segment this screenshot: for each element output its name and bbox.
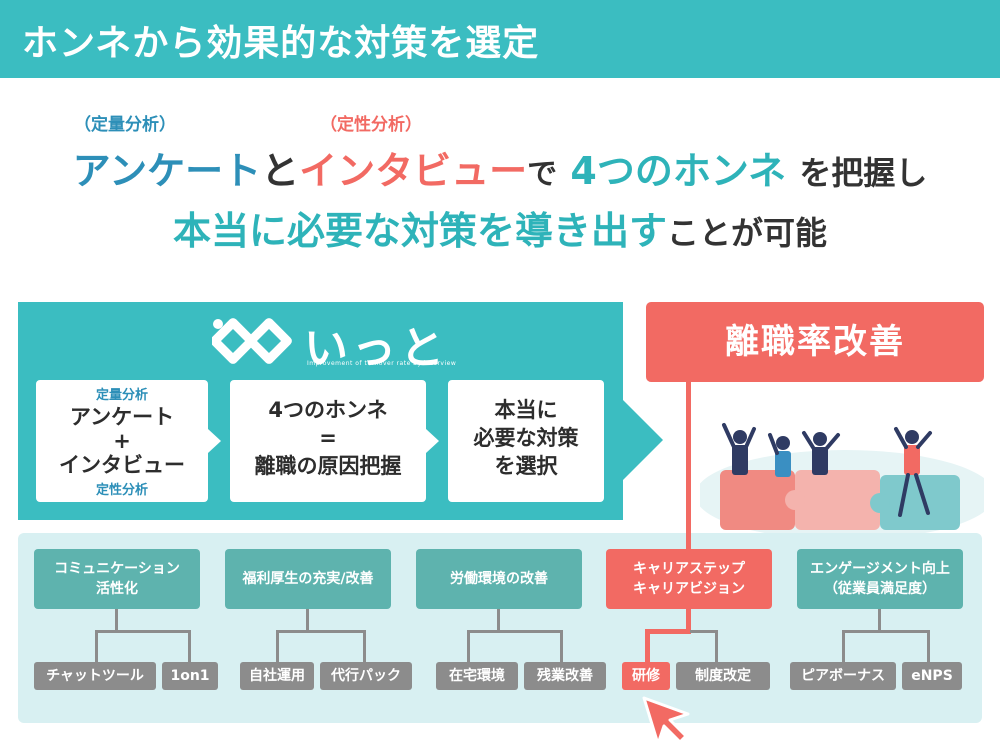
leaf-enps: eNPS: [902, 662, 962, 690]
headline-measures: 本当に必要な対策を導き出す: [172, 209, 667, 253]
quant-label: （定量分析）: [74, 115, 176, 135]
category-engagement: エンゲージメント向上 （従業員満足度）: [797, 549, 963, 609]
tree-connector: [115, 609, 118, 631]
tree-connector: [188, 630, 191, 662]
flow-box-line: 必要な対策: [473, 426, 579, 450]
headline-survey: アンケート: [72, 149, 262, 193]
flow-box-line: インタビュー: [59, 453, 185, 477]
tree-connector: [95, 630, 98, 662]
leaf-training: 研修: [622, 662, 670, 690]
tree-connector: [842, 630, 930, 633]
tree-connector: [467, 630, 470, 662]
tree-connector: [878, 609, 881, 631]
leaf-system-revision: 制度改定: [676, 662, 770, 690]
headline-possible: ことが可能: [667, 214, 828, 252]
logo-subtitle: Improvement of turnover rate by intervie…: [307, 360, 457, 367]
flow-box-line: アンケート: [69, 405, 175, 429]
category-welfare: 福利厚生の充実/改善: [225, 549, 391, 609]
category-work-environment: 労働環境の改善: [416, 549, 582, 609]
tree-connector: [276, 630, 366, 633]
page-title: ホンネから効果的な対策を選定: [22, 23, 540, 64]
qual-label: （定性分析）: [320, 115, 422, 135]
flow-box-line: =: [319, 426, 337, 450]
headline-grasp: を把握し: [799, 154, 928, 192]
headline-de: で: [527, 157, 558, 192]
title-bar: ホンネから効果的な対策を選定: [0, 0, 1000, 78]
leaf-peer-bonus: ピアボーナス: [790, 662, 896, 690]
headline-interview: インタビュー: [299, 149, 528, 193]
tree-connector: [715, 630, 718, 662]
leaf-remote-environment: 在宅環境: [436, 662, 518, 690]
cursor-pointer-icon: [642, 696, 690, 746]
tree-connector: [842, 630, 845, 662]
headline-four-honne: 4つのホンネ: [570, 149, 787, 193]
flow-box-line: 本当に: [494, 398, 558, 422]
tree-connector: [306, 609, 309, 631]
headline-line1: アンケートとインタビューで 4つのホンネ を把握し: [0, 140, 1000, 195]
flow-box-line: を選択: [494, 454, 558, 478]
flow-box-select-measures: 本当に 必要な対策 を選択: [448, 380, 604, 502]
goal-connector-line: [645, 629, 691, 634]
flow-arrow-icon: [208, 429, 221, 453]
leaf-chat-tool: チャットツール: [34, 662, 156, 690]
tree-connector: [690, 630, 718, 633]
flow-box-line: 離職の原因把握: [254, 454, 402, 478]
tree-connector: [467, 630, 563, 633]
leaf-in-house: 自社運用: [240, 662, 314, 690]
tree-connector: [363, 630, 366, 662]
headline-line2: 本当に必要な対策を導き出すことが可能: [0, 200, 1000, 255]
leaf-1on1: 1on1: [162, 662, 218, 690]
flow-box-four-honne: 4つのホンネ = 離職の原因把握: [230, 380, 426, 502]
process-arrow: [623, 400, 663, 480]
team-celebration-illustration: [700, 423, 984, 535]
flow-box-top-label: 定量分析: [95, 388, 148, 403]
tree-connector: [497, 609, 500, 631]
tree-connector: [927, 630, 930, 662]
flow-arrow-icon: [426, 429, 439, 453]
goal-box: 離職率改善: [646, 302, 984, 382]
logo-icon: [212, 318, 292, 364]
tree-connector: [276, 630, 279, 662]
flow-box-line: +: [113, 429, 131, 453]
goal-connector-line: [645, 629, 650, 662]
leaf-overtime-improvement: 残業改善: [524, 662, 606, 690]
logo-text: いっと: [304, 323, 448, 374]
goal-connector-line: [686, 382, 691, 634]
flow-box-survey-interview: 定量分析 アンケート + インタビュー 定性分析: [36, 380, 208, 502]
category-career: キャリアステップ キャリアビジョン: [606, 549, 772, 609]
tree-connector: [560, 630, 563, 662]
flow-box-bottom-label: 定性分析: [95, 483, 148, 498]
headline-and: と: [261, 149, 300, 193]
tree-connector: [95, 630, 191, 633]
category-communication: コミュニケーション 活性化: [34, 549, 200, 609]
flow-box-line: 4つのホンネ: [268, 398, 388, 422]
leaf-agency-pack: 代行パック: [320, 662, 412, 690]
